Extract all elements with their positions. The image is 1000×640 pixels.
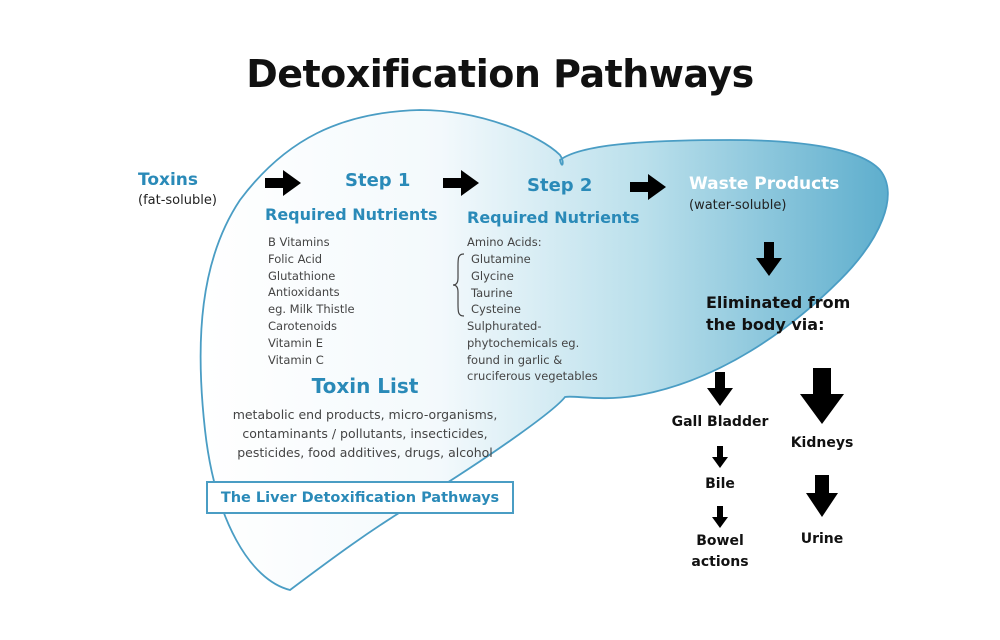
urine-label: Urine: [800, 531, 844, 547]
nutrient-item: Carotenoids: [268, 318, 337, 333]
nutrient-item: Vitamin E: [268, 335, 323, 350]
step2-nutrients-heading: Required Nutrients: [467, 208, 640, 227]
eliminated-text: Eliminated from the body via:: [706, 293, 851, 334]
kidneys-label: Kidneys: [790, 435, 854, 451]
page-title: Detoxification Pathways: [246, 52, 754, 96]
nutrient-item: Antioxidants: [268, 285, 340, 300]
waste-products-note: (water-soluble): [689, 198, 787, 213]
step1-nutrient-list: B Vitamins Folic Acid Glutathione Antiox…: [268, 234, 355, 368]
amino-acid-item: Glutamine: [471, 252, 531, 266]
nutrient-item: Vitamin C: [268, 352, 324, 367]
caption-text: The Liver Detoxification Pathways: [220, 489, 500, 506]
toxins-note: (fat-soluble): [138, 193, 217, 208]
sulphurated-note: Sulphurated- phytochemicals eg. found in…: [467, 319, 598, 384]
bowel-actions-label: Bowel actions: [691, 533, 749, 570]
right-arrow-icon: [265, 170, 301, 196]
amino-acid-item: Cysteine: [471, 302, 521, 317]
down-arrow-icon: [800, 368, 844, 424]
amino-acid-item: Taurine: [471, 285, 513, 300]
down-arrow-icon: [712, 506, 728, 528]
toxins-label: Toxins: [138, 170, 199, 190]
step2-label: Step 2: [527, 175, 593, 196]
amino-heading: Amino Acids:: [467, 235, 542, 249]
step1-label: Step 1: [345, 170, 411, 191]
nutrient-item: Folic Acid: [268, 251, 323, 266]
gall-bladder-label: Gall Bladder: [671, 414, 769, 430]
nutrient-item: Glutathione: [268, 268, 336, 283]
down-arrow-icon: [712, 446, 728, 468]
down-arrow-icon: [806, 475, 838, 517]
right-arrow-icon: [443, 170, 479, 196]
amino-acid-item: Glycine: [471, 268, 514, 283]
toxin-list-text: metabolic end products, micro-organisms,…: [232, 407, 498, 460]
waste-products-label: Waste Products: [689, 174, 840, 194]
right-arrow-icon: [630, 174, 666, 200]
nutrient-item: B Vitamins: [268, 235, 330, 249]
nutrient-item: eg. Milk Thistle: [268, 302, 355, 317]
caption-box: The Liver Detoxification Pathways: [206, 481, 514, 514]
toxin-list-heading: Toxin List: [311, 374, 419, 398]
bile-label: Bile: [705, 476, 735, 492]
curly-brace-icon: [452, 253, 465, 317]
down-arrow-icon: [707, 372, 733, 406]
step1-nutrients-heading: Required Nutrients: [265, 205, 438, 224]
amino-acid-list: Glutamine Glycine Taurine Cysteine: [471, 251, 531, 318]
liver-shape: [199, 109, 889, 591]
down-arrow-icon: [756, 242, 782, 276]
